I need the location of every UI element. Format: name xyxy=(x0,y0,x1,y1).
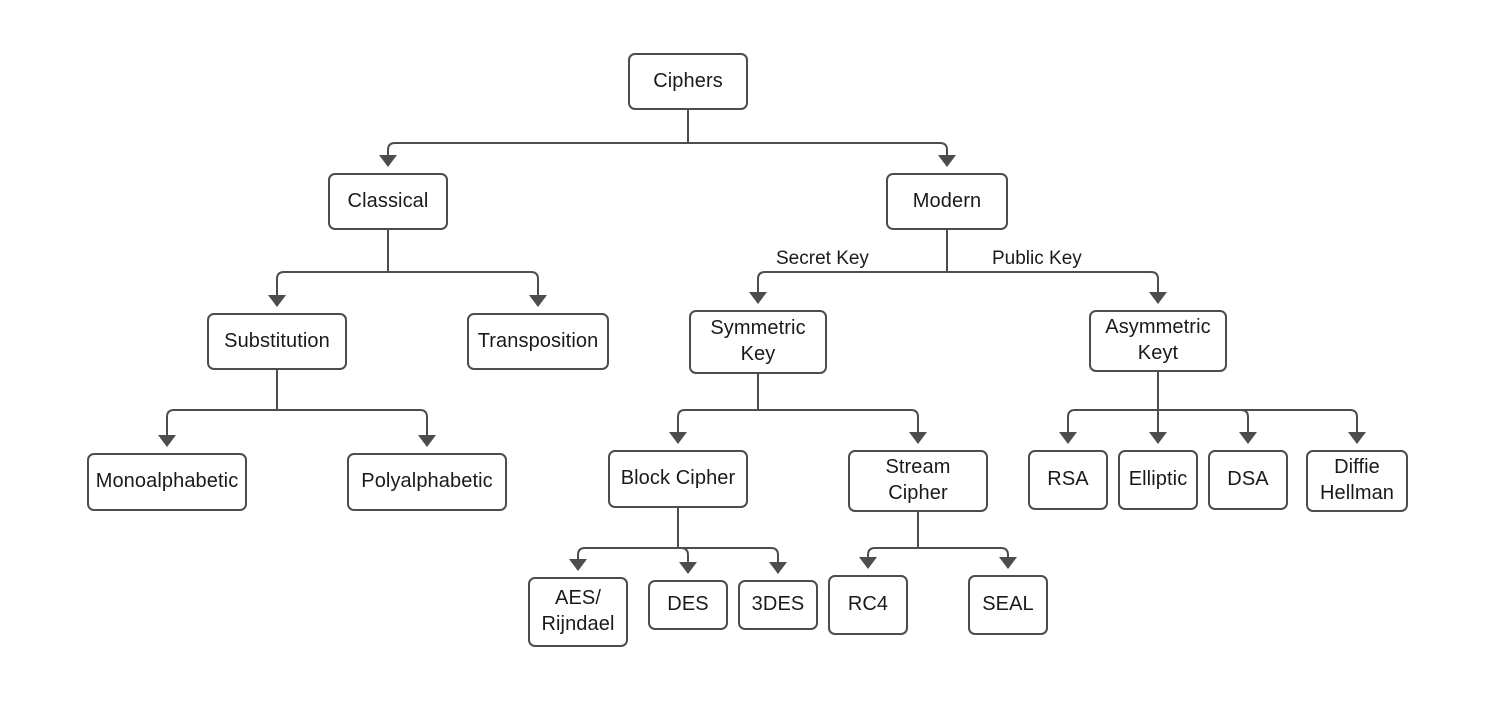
node-substitution[interactable]: Substitution xyxy=(207,313,347,370)
arrowhead-seal xyxy=(999,557,1017,569)
edge-asymmetric-key-to-diffie-hellman xyxy=(1157,409,1358,433)
node-polyalphabetic[interactable]: Polyalphabetic xyxy=(347,453,507,511)
arrowhead-des xyxy=(679,562,697,574)
node-rc4[interactable]: RC4 xyxy=(828,575,908,635)
arrowhead-rc4 xyxy=(859,557,877,569)
node-seal[interactable]: SEAL xyxy=(968,575,1048,635)
edge-label-secret-key: Secret Key xyxy=(776,248,869,269)
arrowhead-transposition xyxy=(529,295,547,307)
edge-symmetric-key-to-block-cipher xyxy=(677,409,759,433)
arrowhead-diffie-hellman xyxy=(1348,432,1366,444)
node-des[interactable]: DES xyxy=(648,580,728,630)
edge-modern-to-symmetric-key xyxy=(757,271,948,293)
arrowhead-stream-cipher xyxy=(909,432,927,444)
edge-asymmetric-key-to-dsa xyxy=(1157,409,1249,433)
edge-asymmetric-key-to-rsa xyxy=(1067,409,1159,433)
node-3des[interactable]: 3DES xyxy=(738,580,818,630)
arrowhead-asymmetric-key xyxy=(1149,292,1167,304)
edge-ciphers-to-classical xyxy=(387,142,689,156)
arrowhead-classical xyxy=(379,155,397,167)
edge-substitution-to-monoalphabetic xyxy=(166,409,278,436)
edge-classical-to-transposition xyxy=(387,271,539,296)
edge-block-cipher-to-aes-rijndael xyxy=(577,547,679,560)
arrowhead-modern xyxy=(938,155,956,167)
edge-block-cipher-to-3des xyxy=(677,547,779,563)
edge-substitution-to-polyalphabetic xyxy=(276,409,428,436)
edge-stream-cipher-to-seal xyxy=(917,547,1009,558)
node-aes-rijndael[interactable]: AES/ Rijndael xyxy=(528,577,628,647)
node-monoalphabetic[interactable]: Monoalphabetic xyxy=(87,453,247,511)
edge-classical-to-substitution xyxy=(276,271,389,296)
arrowhead-aes-rijndael xyxy=(569,559,587,571)
arrowhead-polyalphabetic xyxy=(418,435,436,447)
node-diffie-hellman[interactable]: Diffie Hellman xyxy=(1306,450,1408,512)
edge-ciphers-to-modern xyxy=(687,142,948,156)
arrowhead-rsa xyxy=(1059,432,1077,444)
edge-modern-to-asymmetric-key xyxy=(946,271,1159,293)
node-transposition[interactable]: Transposition xyxy=(467,313,609,370)
arrowhead-dsa xyxy=(1239,432,1257,444)
edge-stream-cipher-to-rc4 xyxy=(867,547,919,558)
node-asymmetric-key[interactable]: Asymmetric Keyt xyxy=(1089,310,1227,372)
node-block-cipher[interactable]: Block Cipher xyxy=(608,450,748,508)
edge-block-cipher-to-des xyxy=(677,547,689,563)
node-elliptic[interactable]: Elliptic xyxy=(1118,450,1198,510)
edge-label-public-key: Public Key xyxy=(992,248,1082,269)
node-dsa[interactable]: DSA xyxy=(1208,450,1288,510)
arrowhead-elliptic xyxy=(1149,432,1167,444)
node-ciphers[interactable]: Ciphers xyxy=(628,53,748,110)
arrowhead-substitution xyxy=(268,295,286,307)
node-modern[interactable]: Modern xyxy=(886,173,1008,230)
node-rsa[interactable]: RSA xyxy=(1028,450,1108,510)
edge-symmetric-key-to-stream-cipher xyxy=(757,409,919,433)
arrowhead-symmetric-key xyxy=(749,292,767,304)
arrowhead-block-cipher xyxy=(669,432,687,444)
node-classical[interactable]: Classical xyxy=(328,173,448,230)
arrowhead-3des xyxy=(769,562,787,574)
node-stream-cipher[interactable]: Stream Cipher xyxy=(848,450,988,512)
node-symmetric-key[interactable]: Symmetric Key xyxy=(689,310,827,374)
arrowhead-monoalphabetic xyxy=(158,435,176,447)
